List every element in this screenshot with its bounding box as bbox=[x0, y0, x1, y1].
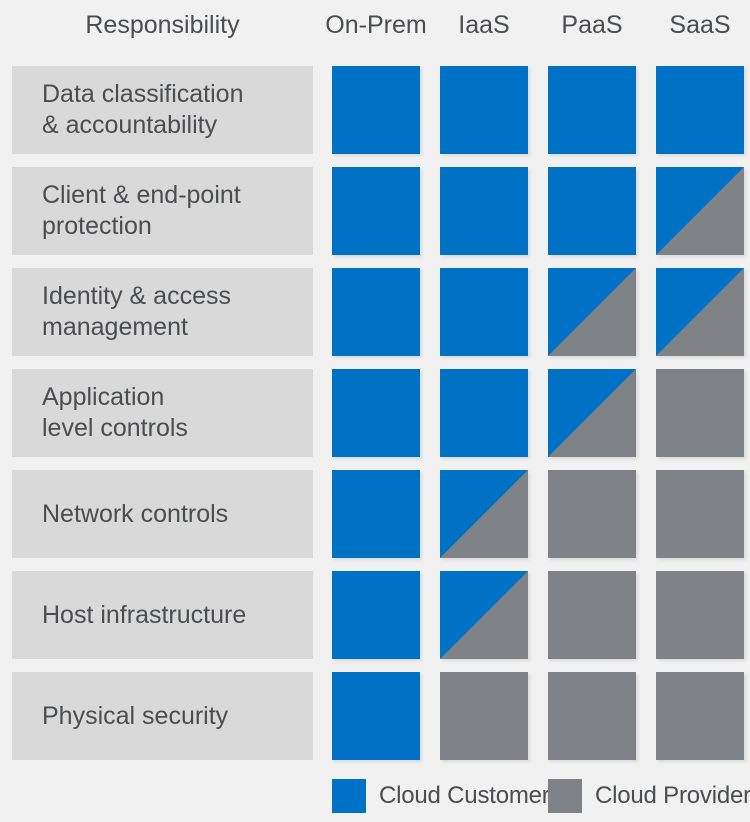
header-row: Responsibility On-Prem IaaS PaaS SaaS bbox=[12, 0, 750, 50]
cell-provider bbox=[656, 369, 744, 457]
row-label: Application level controls bbox=[12, 369, 313, 457]
row-label: Identity & access management bbox=[12, 268, 313, 356]
row-label-line: Host infrastructure bbox=[42, 600, 247, 629]
matrix-row-identity-access-management: Identity & access management bbox=[12, 268, 750, 356]
cell-shared bbox=[656, 167, 744, 255]
cell-shared bbox=[548, 268, 636, 356]
cell-customer bbox=[332, 66, 420, 154]
row-label: Host infrastructure bbox=[12, 571, 313, 659]
matrix-row-application-level-controls: Application level controls bbox=[12, 369, 750, 457]
legend-provider-swatch bbox=[548, 779, 582, 813]
legend-customer-swatch bbox=[332, 779, 366, 813]
cell-provider bbox=[656, 470, 744, 558]
cell-customer bbox=[332, 571, 420, 659]
cell-shared bbox=[440, 470, 528, 558]
matrix-row-host-infrastructure: Host infrastructure bbox=[12, 571, 750, 659]
matrix-row-data-classification-accountability: Data classification & accountability bbox=[12, 66, 750, 154]
cell-customer bbox=[332, 369, 420, 457]
row-label-line: Physical security bbox=[42, 701, 229, 730]
cell-provider bbox=[440, 672, 528, 760]
row-label-line: level controls bbox=[42, 414, 188, 442]
cell-shared bbox=[656, 268, 744, 356]
cell-provider bbox=[548, 672, 636, 760]
column-header-on-prem: On-Prem bbox=[325, 10, 427, 39]
column-header-paas: PaaS bbox=[561, 10, 623, 39]
cell-customer bbox=[548, 167, 636, 255]
row-label: Physical security bbox=[12, 672, 313, 760]
row-label-line: protection bbox=[42, 212, 152, 240]
row-label-line: Identity & access bbox=[42, 282, 231, 310]
row-label: Data classification & accountability bbox=[12, 66, 313, 154]
row-label-line: Application bbox=[42, 383, 165, 411]
cell-customer bbox=[440, 268, 528, 356]
legend-label: Cloud Customer bbox=[379, 782, 550, 809]
legend-entry-cloud-provider: Cloud Provider bbox=[548, 779, 750, 813]
cell-customer bbox=[440, 167, 528, 255]
cell-provider bbox=[548, 571, 636, 659]
row-label: Client & end-point protection bbox=[12, 167, 313, 255]
row-label-line: Data classification bbox=[42, 80, 244, 108]
legend-label: Cloud Provider bbox=[595, 782, 750, 809]
cell-provider bbox=[548, 470, 636, 558]
matrix-row-physical-security: Physical security bbox=[12, 672, 750, 760]
cell-provider bbox=[656, 672, 744, 760]
matrix-row-client-end-point-protection: Client & end-point protection bbox=[12, 167, 750, 255]
matrix-row-network-controls: Network controls bbox=[12, 470, 750, 558]
legend-entry-cloud-customer: Cloud Customer bbox=[332, 779, 550, 813]
cell-customer bbox=[548, 66, 636, 154]
cell-customer bbox=[440, 369, 528, 457]
column-header-iaas: IaaS bbox=[458, 10, 510, 39]
cell-provider bbox=[656, 571, 744, 659]
cell-customer bbox=[332, 672, 420, 760]
responsibility-header: Responsibility bbox=[85, 10, 240, 39]
cell-customer bbox=[332, 268, 420, 356]
row-label-line: management bbox=[42, 313, 188, 341]
cell-customer bbox=[656, 66, 744, 154]
row-label-line: & accountability bbox=[42, 111, 218, 139]
column-headers: On-Prem IaaS PaaS SaaS bbox=[313, 0, 744, 50]
cell-customer bbox=[332, 470, 420, 558]
cell-customer bbox=[332, 167, 420, 255]
cell-shared bbox=[548, 369, 636, 457]
row-label-line: Client & end-point bbox=[42, 181, 241, 209]
column-header-saas: SaaS bbox=[669, 10, 731, 39]
cell-shared bbox=[440, 571, 528, 659]
row-label-line: Network controls bbox=[42, 499, 229, 528]
legend: Cloud Customer Cloud Provider bbox=[332, 779, 750, 813]
cell-customer bbox=[440, 66, 528, 154]
row-label: Network controls bbox=[12, 470, 313, 558]
